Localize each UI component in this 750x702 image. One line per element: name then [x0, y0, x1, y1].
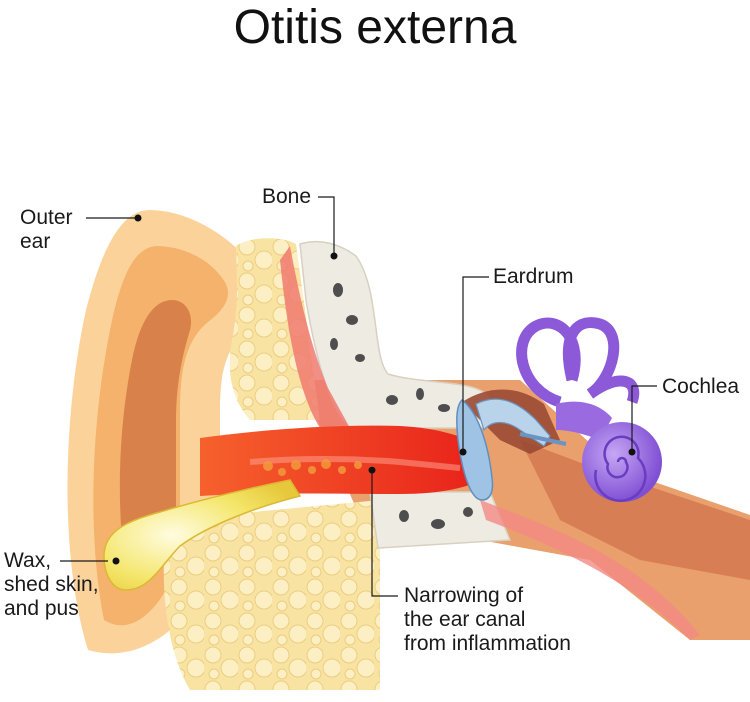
bone-label: Bone	[262, 185, 312, 208]
inner-ear-shape	[516, 317, 640, 408]
leader-lines	[60, 196, 657, 597]
cochlea-label: Cochlea	[662, 375, 740, 398]
wax-label-line1: Wax,	[4, 549, 52, 572]
leader-dots	[112, 214, 636, 565]
eardrum-shape	[456, 389, 567, 501]
outer-ear-label-line1: Outer	[20, 206, 73, 229]
narrowing-label-line3: from inflammation	[404, 632, 571, 655]
narrowing-label-line1: Narrowing of	[404, 584, 524, 607]
diagram-title: Otitis externa	[233, 1, 517, 54]
inflamed-skin-layer	[280, 246, 700, 640]
bone-shape	[299, 240, 512, 549]
wax-label: Wax, shed skin, and pus	[4, 549, 99, 621]
cochlea-shape	[582, 422, 662, 502]
outer-ear-label-line2: ear	[20, 230, 51, 253]
narrowing-label-line2: the ear canal	[404, 608, 526, 631]
wax-label-line3: and pus	[4, 597, 79, 620]
outer-ear-label: Outer ear	[20, 206, 73, 254]
eardrum-label: Eardrum	[493, 265, 574, 288]
wax-label-line2: shed skin,	[4, 573, 99, 596]
narrowing-label: Narrowing of the ear canal from inflamma…	[404, 584, 571, 656]
ear-canal	[200, 425, 488, 496]
wax-pus-shape	[103, 479, 302, 591]
